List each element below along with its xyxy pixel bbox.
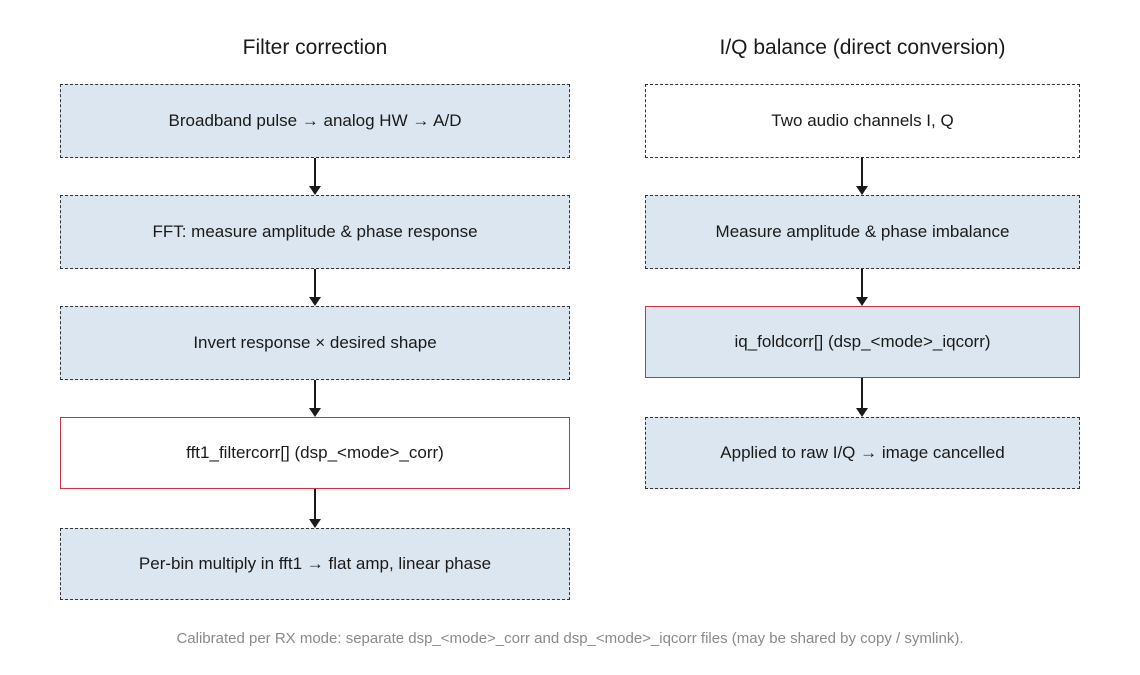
step-fft-measure: FFT: measure amplitude & phase response — [60, 195, 570, 269]
step-measure-imbalance: Measure amplitude & phase imbalance — [645, 195, 1080, 269]
step-iq-foldcorr-array: iq_foldcorr[] (dsp_<mode>_iqcorr) — [645, 306, 1080, 378]
step-two-audio-channels: Two audio channels I, Q — [645, 84, 1080, 158]
arrow-down-icon — [309, 489, 321, 528]
iq-balance-title: I/Q balance (direct conversion) — [719, 36, 1006, 59]
filter-correction-title: Filter correction — [242, 36, 388, 59]
calibration-footnote: Calibrated per RX mode: separate dsp_<mo… — [176, 630, 964, 647]
arrow-down-icon — [856, 378, 868, 417]
step-invert-response: Invert response × desired shape — [60, 306, 570, 380]
step-per-bin-multiply: Per-bin multiply in fft1 → flat amp, lin… — [60, 528, 570, 600]
arrow-down-icon — [309, 269, 321, 306]
arrow-down-icon — [309, 380, 321, 417]
arrow-down-icon — [856, 269, 868, 306]
step-filtercorr-array: fft1_filtercorr[] (dsp_<mode>_corr) — [60, 417, 570, 489]
arrow-down-icon — [856, 158, 868, 195]
step-broadband-pulse: Broadband pulse → analog HW → A/D — [60, 84, 570, 158]
step-applied-raw-iq: Applied to raw I/Q → image cancelled — [645, 417, 1080, 489]
arrow-down-icon — [309, 158, 321, 195]
